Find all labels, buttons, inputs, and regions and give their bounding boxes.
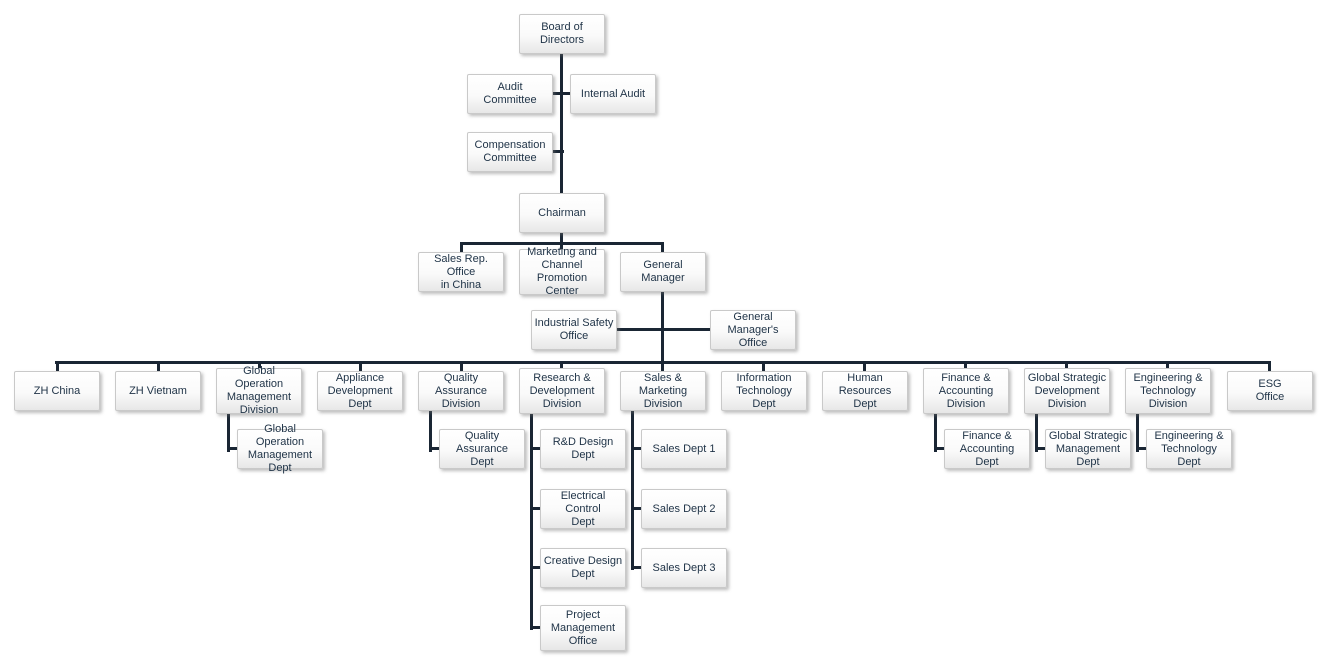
connector-stub-zh-china (56, 361, 59, 375)
node-compensation-committee: Compensation Committee (467, 132, 553, 172)
node-information-technology-dept: Information Technology Dept (721, 371, 807, 411)
node-appliance-development-dept: Appliance Development Dept (317, 371, 403, 411)
connector-rnd-child-elbow-4 (530, 626, 544, 629)
node-audit-committee: Audit Committee (467, 74, 553, 114)
node-sales-dept-1: Sales Dept 1 (641, 429, 727, 469)
node-chairman: Chairman (519, 193, 605, 233)
node-sales-dept-3: Sales Dept 3 (641, 548, 727, 588)
connector-stub-sales-marketing-division (661, 361, 664, 375)
connector-stub-information-technology-dept (762, 361, 765, 375)
connector-sales-child-elbow-2 (631, 507, 645, 510)
node-global-operation-management-division: Global Operation Management Division (216, 365, 302, 416)
node-research-development-division: Research & Development Division (519, 368, 605, 414)
connector-finance-child-elbow (934, 447, 948, 450)
node-marketing-channel-promotion-center: Marketing and Channel Promotion Center (519, 246, 605, 297)
connector-audit-committees (549, 92, 574, 95)
connector-quality-assurance-child-vertical (429, 408, 432, 452)
node-finance-accounting-division: Finance & Accounting Division (923, 368, 1009, 414)
node-sales-rep-office-china: Sales Rep. Office in China (418, 252, 504, 292)
node-finance-accounting-dept: Finance & Accounting Dept (944, 429, 1030, 469)
connector-chairman-stub (560, 230, 563, 246)
node-sales-marketing-division: Sales & Marketing Division (620, 371, 706, 411)
node-global-strategic-development-division: Global Strategic Development Division (1024, 368, 1110, 414)
connector-compensation-committee (549, 150, 564, 153)
connector-global-strategic-child-vertical (1035, 408, 1038, 452)
node-sales-dept-2: Sales Dept 2 (641, 489, 727, 529)
node-esg-office: ESG Office (1227, 371, 1313, 411)
connector-board-to-chairman-spine (560, 52, 563, 196)
connector-global-operation-child-elbow (227, 447, 241, 450)
connector-stub-sales-rep-office (460, 242, 463, 256)
node-general-managers-office: General Manager's Office (710, 310, 796, 350)
connector-rnd-child-elbow-2 (530, 507, 544, 510)
node-industrial-safety-office: Industrial Safety Office (531, 310, 617, 350)
node-quality-assurance-dept: Quality Assurance Dept (439, 429, 525, 469)
node-general-manager: General Manager (620, 252, 706, 292)
node-zh-china: ZH China (14, 371, 100, 411)
connector-sales-child-elbow-3 (631, 566, 645, 569)
connector-global-operation-child-vertical (227, 408, 230, 452)
connector-finance-child-vertical (934, 408, 937, 452)
connector-sales-child-elbow-1 (631, 447, 645, 450)
node-rnd-design-dept: R&D Design Dept (540, 429, 626, 469)
connector-engineering-child-vertical (1136, 408, 1139, 452)
connector-stub-general-manager (661, 242, 664, 256)
connector-rnd-children-vertical (530, 408, 533, 630)
connector-offices-horizontal (613, 328, 713, 331)
connector-rnd-child-elbow-3 (530, 566, 544, 569)
connector-quality-assurance-child-elbow (429, 447, 443, 450)
node-zh-vietnam: ZH Vietnam (115, 371, 201, 411)
node-engineering-technology-division: Engineering & Technology Division (1125, 368, 1211, 414)
node-human-resources-dept: Human Resources Dept (822, 371, 908, 411)
connector-stub-quality-assurance-division (460, 361, 463, 375)
connector-stub-marketing-center (560, 242, 563, 253)
connector-general-manager-vertical (661, 290, 664, 364)
connector-stub-zh-vietnam (157, 361, 160, 375)
node-electrical-control-dept: Electrical Control Dept (540, 489, 626, 529)
connector-rnd-child-elbow-1 (530, 447, 544, 450)
node-global-operation-management-dept: Global Operation Management Dept (237, 423, 323, 474)
node-internal-audit: Internal Audit (570, 74, 656, 114)
node-board-of-directors: Board of Directors (519, 14, 605, 54)
connector-stub-appliance-dept (359, 361, 362, 375)
node-engineering-technology-dept: Engineering & Technology Dept (1146, 429, 1232, 469)
node-creative-design-dept: Creative Design Dept (540, 548, 626, 588)
connector-stub-human-resources-dept (863, 361, 866, 375)
connector-global-strategic-child-elbow (1035, 447, 1049, 450)
node-project-management-office: Project Management Office (540, 605, 626, 651)
connector-stub-esg-office (1268, 361, 1271, 375)
connector-engineering-child-elbow (1136, 447, 1150, 450)
node-global-strategic-management-dept: Global Strategic Management Dept (1045, 429, 1131, 469)
node-quality-assurance-division: Quality Assurance Division (418, 371, 504, 411)
connector-sales-children-vertical (631, 408, 634, 570)
